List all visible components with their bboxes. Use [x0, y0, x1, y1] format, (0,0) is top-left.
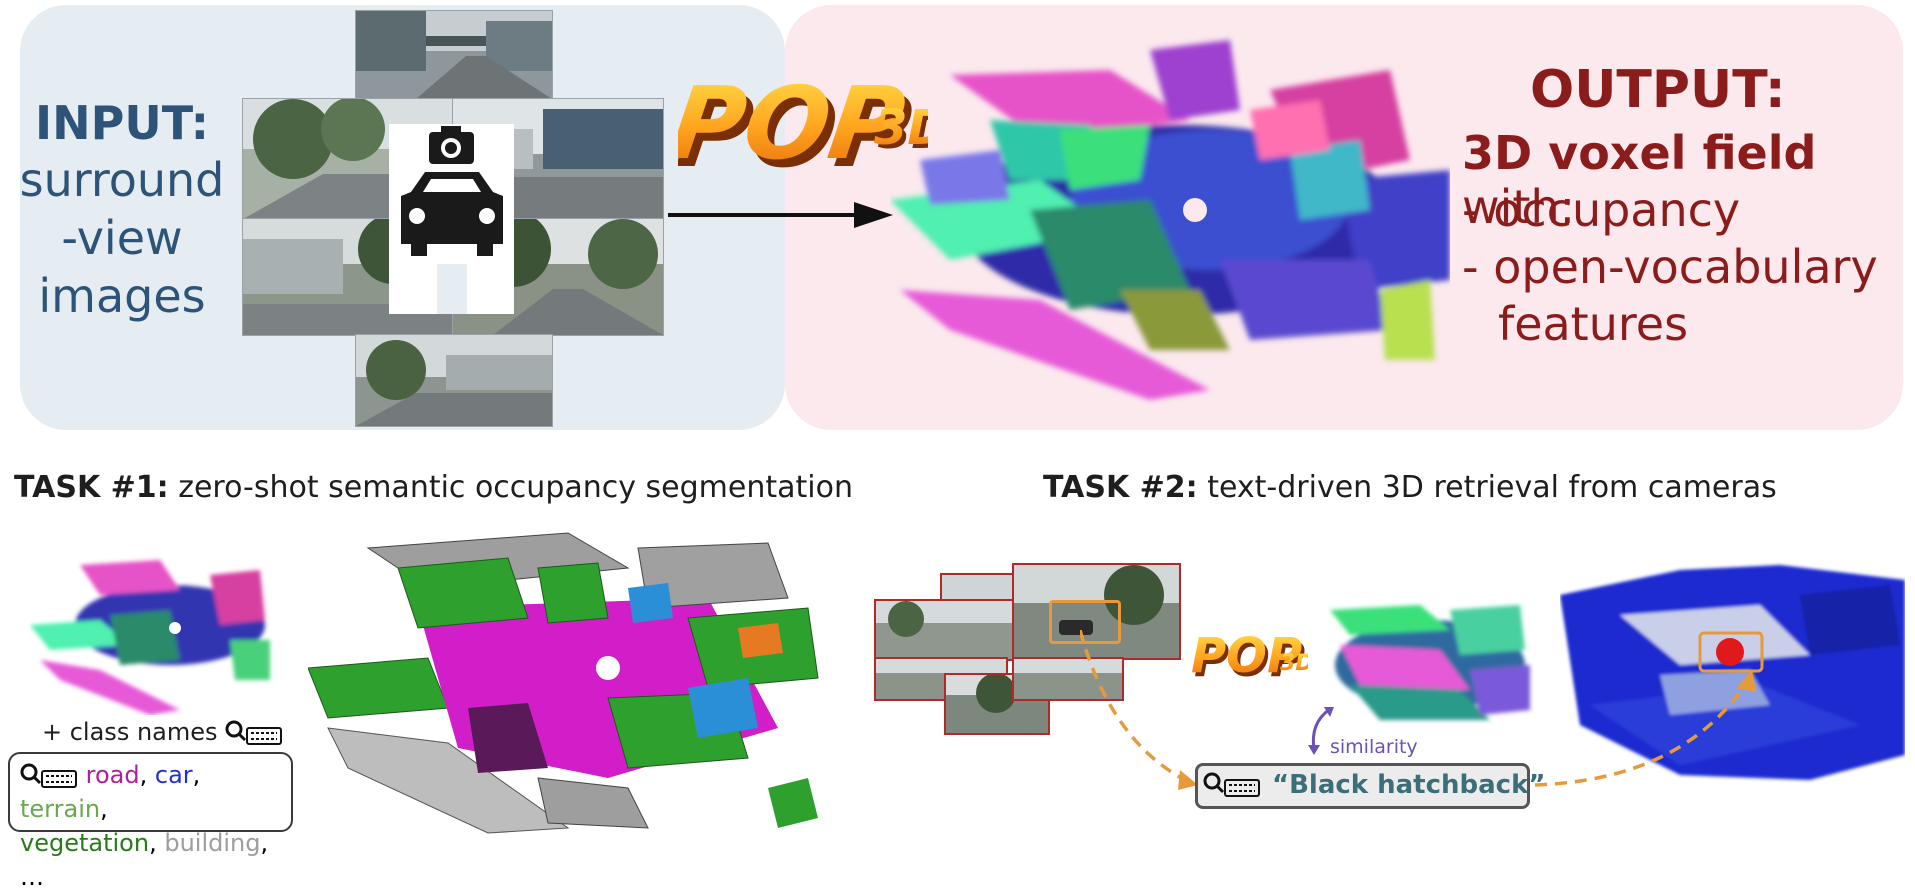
output-line-1-bold: 3D voxel field [1462, 126, 1817, 180]
plus-class-names: + class names [42, 718, 283, 746]
logo-shadow-sub: 3D [878, 104, 928, 160]
class-terrain: terrain [20, 795, 101, 823]
output-line-1: 3D voxel field with: [1462, 126, 1915, 234]
output-title: OUTPUT: [1530, 60, 1786, 120]
surround-view-images [242, 10, 664, 427]
small-logo-sub: 3D [1280, 651, 1308, 676]
similarity-label: similarity [1330, 736, 1418, 758]
camera-image-back [355, 334, 553, 427]
output-bullet-3: features [1498, 297, 1689, 351]
logo-shadow-main: POP [678, 73, 918, 189]
small-logo-shadow-main: POP [1194, 632, 1305, 688]
logo-sub: 3D [874, 100, 928, 156]
class-car: car [154, 761, 193, 789]
input-line-3: images [38, 269, 206, 323]
cam-left-mid [874, 599, 1016, 661]
camera-image-front [355, 10, 553, 100]
camera-image-front-svg [356, 11, 552, 99]
query-input[interactable] [1195, 763, 1530, 809]
task2-camera-stack [874, 563, 1181, 738]
similarity-arrow-icon [1308, 707, 1334, 755]
output-line-1-rest: with: [1462, 180, 1576, 234]
logo-main: POP [678, 65, 911, 181]
input-line-2: -view [61, 211, 183, 265]
task1-desc: zero-shot semantic occupancy segmentatio… [168, 470, 853, 505]
task1-title: TASK #1: zero-shot semantic occupancy se… [14, 470, 853, 505]
retrieval-result-visual [1560, 565, 1905, 780]
semantic-occupancy-visual [308, 532, 819, 834]
task2-feature-voxels [1330, 605, 1530, 720]
cam-left-mid-svg [876, 601, 1014, 659]
arrow-icon [668, 202, 893, 228]
pop3d-logo-small: POP POP 3D [1191, 628, 1308, 688]
class-names-box: road, car, terrain, vegetation, building… [8, 752, 293, 891]
small-logo-main: POP [1191, 628, 1302, 684]
task1-feature-voxels [30, 560, 270, 715]
voxel-field-visual [890, 40, 1450, 400]
task1-label: TASK #1: [14, 470, 169, 505]
pop3d-logo: POP POP 3D 3D [678, 65, 928, 189]
camera-car-icon [389, 124, 514, 314]
class-vegetation: vegetation [20, 829, 150, 857]
query-text: “Black hatchback” [1272, 770, 1546, 800]
car-highlight-box [1049, 600, 1121, 644]
plus-class-names-label: + class names [42, 718, 218, 746]
search-keyboard-icon [225, 720, 283, 745]
camera-image-back-svg [356, 335, 552, 426]
task2-title: TASK #2: text-driven 3D retrieval from c… [1043, 470, 1777, 505]
dashed-flow-arrows [1080, 630, 1756, 790]
task2-label: TASK #2: [1043, 470, 1198, 505]
output-bullet-2: - open-vocabulary [1462, 240, 1878, 294]
search-keyboard-icon [1203, 772, 1260, 797]
search-keyboard-icon [20, 763, 77, 788]
class-building: building [164, 829, 261, 857]
output-bullet-1: - occupancy [1462, 183, 1741, 237]
class-ellipsis: … [20, 863, 44, 891]
class-road: road [85, 761, 140, 789]
input-line-1: surround [19, 153, 225, 207]
input-title: INPUT: [35, 96, 209, 150]
retrieved-object-highlight [1698, 631, 1764, 673]
camera-car-icon-svg [401, 126, 503, 314]
task2-desc: text-driven 3D retrieval from cameras [1197, 470, 1777, 505]
